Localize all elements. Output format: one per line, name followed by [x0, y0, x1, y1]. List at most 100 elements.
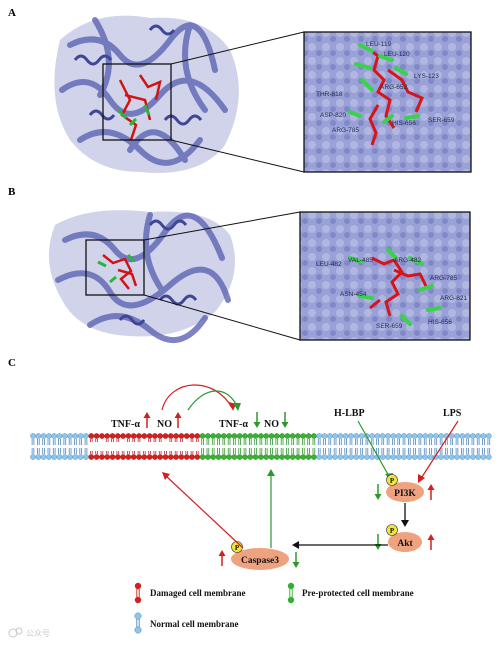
lipid-head [258, 454, 264, 460]
lipid-head [30, 454, 36, 460]
residue-label: ARG-821 [440, 295, 467, 302]
no-protected-label: NO [264, 419, 279, 430]
lipid-head [411, 433, 418, 439]
lipid-head [438, 433, 444, 439]
pi3k-label: PI3K [394, 489, 416, 499]
lipid-head [358, 433, 365, 439]
up-arrow-red [218, 550, 226, 566]
lipid-head [316, 454, 323, 460]
curved-arrow-red [161, 384, 233, 411]
lipid-head [332, 433, 338, 439]
lipid-head [173, 454, 179, 460]
tnf-alpha-damaged-label: TNF-α [111, 419, 140, 430]
residue-label: ASN-454 [340, 291, 367, 298]
lipid-head [480, 454, 487, 460]
lipid-head [432, 433, 439, 439]
lipid-head [104, 454, 110, 460]
lipid-head [385, 454, 391, 460]
lipid-head [332, 454, 338, 460]
lipid-head [141, 433, 148, 439]
lipid-head [300, 433, 307, 439]
lipid-head [93, 454, 100, 460]
lipid-head [83, 454, 89, 460]
panel-b-letter: B [8, 186, 16, 198]
residue-label: ASP-820 [320, 112, 346, 119]
lipid-head [258, 433, 264, 439]
lipid-head [205, 454, 211, 460]
lipid-head [173, 433, 179, 439]
lipid-head [395, 433, 402, 439]
lipid-head [279, 454, 285, 460]
lipid-head [162, 433, 169, 439]
lipid-head [289, 454, 296, 460]
legend-damaged-label: Damaged cell membrane [150, 588, 245, 598]
legend-protected-icon [287, 582, 295, 604]
lipid-head [46, 454, 52, 460]
lipid-head [470, 454, 476, 460]
panel-a-zoom-box [102, 63, 172, 141]
tnf-alpha-protected-label: TNF-α [219, 419, 248, 430]
lipid-head [146, 433, 153, 439]
caspase3-to-damaged-arrowhead [162, 472, 170, 480]
lipid-head [189, 454, 195, 460]
lipid-head [130, 433, 137, 439]
lipid-head [146, 454, 153, 460]
lipid-head [289, 433, 296, 439]
lipid-head [93, 433, 100, 439]
lipid-head [295, 433, 301, 439]
lipid-head [226, 433, 232, 439]
lipid-head [390, 433, 397, 439]
down-arrow-green [374, 534, 382, 550]
lipid-head [62, 454, 68, 460]
lipid-head [183, 454, 190, 460]
lipid-head [422, 454, 429, 460]
lipid-head [104, 433, 110, 439]
residue-label: THR-818 [316, 91, 343, 98]
pi3k-to-akt-arrowhead [401, 520, 409, 527]
up-arrow-red [427, 484, 435, 500]
lipid-head [77, 433, 84, 439]
lipid-head [194, 454, 201, 460]
lipid-head [56, 454, 63, 460]
lipid-head [35, 433, 42, 439]
lipid-head [379, 454, 386, 460]
phosphate-icon [386, 524, 398, 536]
lipid-head [459, 433, 466, 439]
panel-a-protein [54, 15, 239, 173]
legend-normal-icon [134, 612, 142, 634]
up-arrow-red [427, 534, 435, 550]
lipid-head [406, 454, 413, 460]
lipid-head [470, 433, 476, 439]
lipid-head [395, 454, 402, 460]
lipid-head [427, 433, 434, 439]
lipid-head [284, 454, 291, 460]
lipid-head [411, 454, 418, 460]
lipid-head [475, 454, 482, 460]
lipid-head [109, 454, 116, 460]
residue-label: ARG-785 [332, 127, 359, 134]
watermark-text: 公众号 [26, 629, 50, 638]
phosphate-label: P [390, 477, 395, 485]
lipid-head [231, 433, 238, 439]
lipid-head [99, 433, 105, 439]
lipid-head [67, 433, 73, 439]
lipid-head [263, 454, 270, 460]
lipid-head [406, 433, 413, 439]
lps-label: LPS [443, 408, 462, 419]
cell-membrane [30, 433, 492, 460]
lipid-head [348, 433, 354, 439]
lipid-head [109, 433, 116, 439]
akt-label: Akt [397, 539, 413, 549]
legend-protected-label: Pre-protected cell membrane [302, 588, 414, 598]
lipid-head [51, 454, 58, 460]
lipid-head [252, 454, 259, 460]
panel-b-zoom-box [85, 239, 145, 296]
lipid-head [247, 433, 254, 439]
lipid-head [326, 433, 333, 439]
lipid-head [83, 433, 89, 439]
lipid-head [284, 433, 291, 439]
lipid-head [152, 454, 158, 460]
lipid-head [252, 433, 259, 439]
lipid-head [231, 454, 238, 460]
